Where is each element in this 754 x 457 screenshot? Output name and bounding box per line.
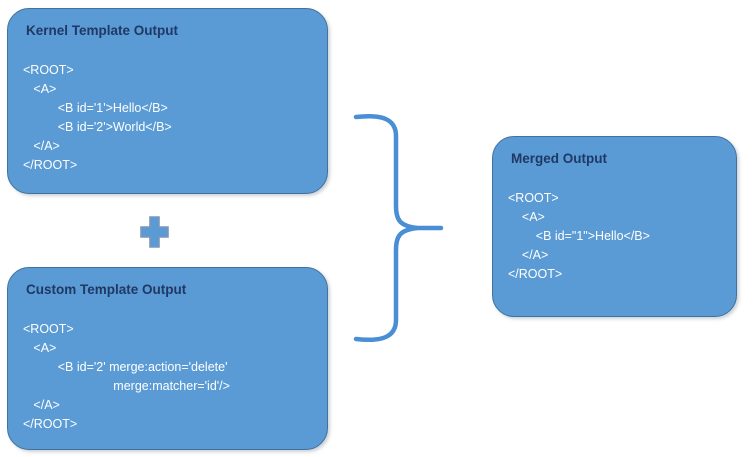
custom-box-title: Custom Template Output xyxy=(26,282,187,297)
merged-box-title: Merged Output xyxy=(511,151,607,166)
code-line: <A> xyxy=(508,210,545,224)
code-line: <B id='2' merge:action='delete' xyxy=(23,360,228,374)
merged-output-box: Merged Output <ROOT> <A> <B id="1">Hello… xyxy=(492,136,737,317)
code-line: <ROOT> xyxy=(508,191,559,205)
code-line: </ROOT> xyxy=(508,267,563,281)
code-line: <A> xyxy=(23,82,57,96)
code-line: </ROOT> xyxy=(23,158,78,172)
merged-code-block: <ROOT> <A> <B id="1">Hello</B> </A> </ROO… xyxy=(508,189,728,284)
custom-template-output-box: Custom Template Output <ROOT> <A> <B id=… xyxy=(7,267,328,450)
code-line: <B id='1'>Hello</B> xyxy=(23,101,168,115)
code-line: <B id="1">Hello</B> xyxy=(508,229,650,243)
right-brace-icon xyxy=(353,114,444,342)
code-line: <ROOT> xyxy=(23,63,74,77)
plus-icon xyxy=(140,216,169,248)
custom-code-block: <ROOT> <A> <B id='2' merge:action='delet… xyxy=(23,320,319,434)
kernel-code-block: <ROOT> <A> <B id='1'>Hello</B> <B id='2'… xyxy=(23,61,319,175)
code-line: <B id='2'>World</B> xyxy=(23,120,172,134)
kernel-template-output-box: Kernel Template Output <ROOT> <A> <B id=… xyxy=(7,8,328,194)
code-line: </ROOT> xyxy=(23,417,78,431)
code-line: </A> xyxy=(23,398,60,412)
kernel-box-title: Kernel Template Output xyxy=(26,23,179,38)
code-line: </A> xyxy=(508,248,549,262)
code-line: merge:matcher='id'/> xyxy=(23,379,230,393)
code-line: <ROOT> xyxy=(23,322,74,336)
code-line: </A> xyxy=(23,139,60,153)
code-line: <A> xyxy=(23,341,57,355)
